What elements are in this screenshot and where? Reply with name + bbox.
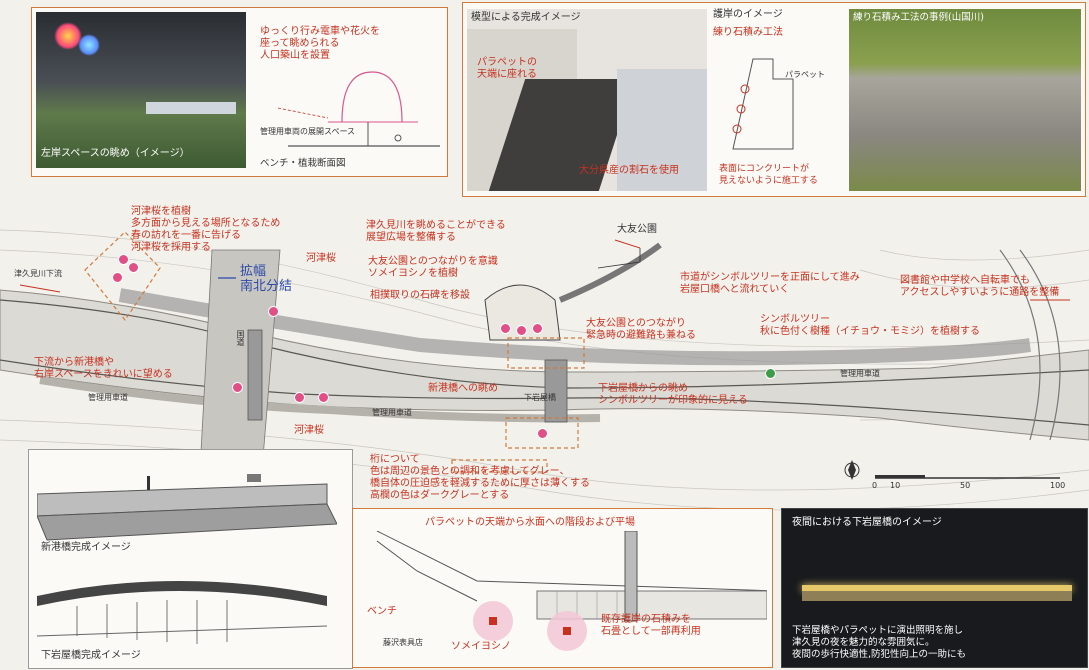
scale-50: 50 — [960, 481, 971, 490]
cherry-note: 河津桜を植樹 多方面から見える場所となるため 春の訪れを一番に告げる 河津桜を採… — [131, 206, 281, 253]
cherry-tree-marker — [112, 272, 123, 283]
school-access-note: 図書館や中学校へ自転車でも アクセスしやすいように通路を整備 — [900, 275, 1060, 298]
cherry-tree-marker — [232, 382, 243, 393]
mound-note: ゆっくり行み電車や花火を 座って眺められる 人口築山を設置 — [260, 26, 380, 61]
kawazu-label-2: 河津桜 — [294, 425, 324, 436]
bridge-images-panel: 新港橋完成イメージ 下岩屋橋完成イメージ — [28, 449, 353, 669]
cherry-tree-marker — [118, 254, 129, 265]
scale-0: 0 — [872, 481, 878, 490]
newport-bridge-caption: 新港橋完成イメージ — [41, 542, 131, 553]
revetment-sketch: 護岸のイメージ 練り石積み工法 パラペット 表面にコンクリートが 見えないように… — [713, 9, 843, 191]
newport-view-label: 新港橋への眺め — [428, 383, 498, 394]
downstream-view-note: 下流から新港橋や 右岸スペースをきれいに望める — [34, 357, 173, 380]
scale-100: 100 — [1050, 481, 1066, 490]
model-title: 模型による完成イメージ — [471, 12, 581, 23]
shimoiwaya-bridge-render — [37, 581, 328, 644]
revetment-panel: 模型による完成イメージ パラペットの 天端に座れる 大分県産の割石を使用 護岸の… — [462, 2, 1086, 197]
newport-bridge-render — [37, 474, 337, 541]
oita-stone-note: 大分県産の割石を使用 — [579, 165, 679, 176]
steps-plan-title: パラペットの天端から水面への階段および平場 — [425, 517, 635, 528]
symbol-tree-marker — [765, 368, 776, 379]
example-title: 練り石積み工法の事例(山国川) — [853, 12, 984, 23]
girder-note: 桁について 色は周辺の景色との調和を考慮してグレー、 橋自体の圧迫感を軽減するた… — [370, 454, 590, 501]
model-photo: 模型による完成イメージ パラペットの 天端に座れる 大分県産の割石を使用 — [467, 9, 707, 191]
stone-reuse-note: 既存護岸の石積みを 石畳として一部再利用 — [601, 614, 701, 637]
revetment-title: 護岸のイメージ — [713, 9, 783, 20]
night-view-title: 夜間における下岩屋橋のイメージ — [792, 517, 942, 528]
city-road-note: 市道がシンボルツリーを正面にして進み 岩屋口橋へと流れていく — [680, 272, 860, 295]
example-photo: 練り石積み工法の事例(山国川) — [849, 9, 1081, 191]
bridge-lighting — [802, 585, 1072, 591]
symbol-tree-view-note: 下岩屋橋からの眺め シンボルツリーが印象的に見える — [598, 383, 748, 406]
scale-10: 10 — [890, 481, 901, 490]
parapet-label: パラペット — [785, 70, 825, 79]
management-road-label-3: 管理用車道 — [88, 393, 128, 402]
masonry-method: 練り石積み工法 — [713, 27, 783, 38]
kawazu-label-1: 河津桜 — [306, 253, 336, 264]
national-road-label: 国道 — [236, 330, 245, 346]
management-road-label: 管理用車道 — [840, 369, 880, 378]
steps-plan-drawing — [376, 531, 767, 651]
cherry-tree-marker — [318, 392, 329, 403]
night-view-note: 下岩屋橋やパラペットに演出照明を施し 津久見の夜を魅力的な雰囲気に。 夜間の歩行… — [792, 625, 967, 660]
section-label: ベンチ・植栽断面図 — [260, 158, 346, 169]
stone-monument-note: 相撲取りの石碑を移設 — [370, 290, 470, 301]
someiyoshino-label: ソメイヨシノ — [451, 641, 511, 652]
concrete-note: 表面にコンクリートが 見えないように施工する — [719, 164, 818, 186]
handwritten-note: 拡幅 南北分結 — [240, 264, 293, 294]
photo-caption: 左岸スペースの眺め（イメージ） — [41, 148, 190, 159]
cherry-tree-marker — [268, 306, 279, 317]
shop-label: 藤沢表具店 — [383, 638, 423, 647]
park-name: 大友公園 — [617, 224, 657, 235]
left-bank-photo: 左岸スペースの眺め（イメージ） — [36, 12, 246, 168]
symbol-tree-note: シンボルツリー 秋に色付く樹種（イチョウ・モミジ）を植樹する — [760, 314, 980, 337]
shimoiwaya-bridge-label: 下岩屋橋 — [524, 393, 556, 402]
left-bank-view-panel: 左岸スペースの眺め（イメージ） ゆっくり行み電車や花火を 座って眺められる 人口… — [31, 7, 448, 177]
cherry-tree-marker — [532, 323, 543, 334]
night-view-panel: 夜間における下岩屋橋のイメージ 下岩屋橋やパラペットに演出照明を施し 津久見の夜… — [781, 508, 1088, 668]
park-evacuation-note: 大友公園とのつながり 緊急時の避難路も兼ねる — [586, 318, 696, 341]
mound-section-drawing — [277, 71, 440, 147]
parapet-sit-note: パラペットの 天端に座れる — [477, 57, 537, 80]
management-road-label-2: 管理用車道 — [372, 408, 412, 417]
view-plaza-note: 津久見川を眺めることができる 展望広場を整備する — [366, 220, 506, 243]
shimoiwaya-bridge-caption: 下岩屋橋完成イメージ — [41, 650, 141, 661]
steps-plan-panel: パラペットの天端から水面への階段および平場 ベンチ ソメイヨシノ 藤沢表具店 既… — [352, 508, 773, 668]
cherry-tree-marker — [516, 325, 527, 336]
park-connection-note: 大友公園とのつながりを意識 ソメイヨシノを植樹 — [368, 256, 498, 279]
bench-label: ベンチ — [367, 606, 397, 617]
vehicle-space-label: 管理用車両の展開スペース — [260, 127, 356, 136]
river-west-label: 津久見川下流 — [14, 269, 62, 278]
cherry-tree-marker — [294, 392, 305, 403]
cherry-tree-marker — [500, 323, 511, 334]
cherry-tree-marker — [128, 262, 139, 273]
cherry-tree-marker — [537, 428, 548, 439]
